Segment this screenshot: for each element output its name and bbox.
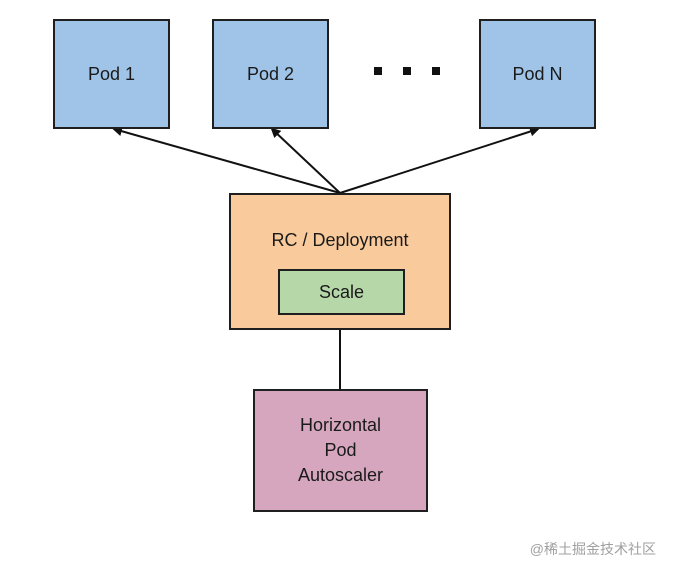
rc-deployment-box: RC / Deployment Scale <box>229 193 451 330</box>
rc-deployment-label: RC / Deployment <box>271 230 409 250</box>
ellipsis-dot-1 <box>374 67 382 75</box>
arrow-controller-to-pod-n <box>339 126 540 194</box>
scale-label: Scale <box>318 281 365 302</box>
horizontal-pod-autoscaler-box: Horizontal Pod Autoscaler <box>253 389 428 512</box>
ellipsis-dots <box>374 66 440 76</box>
pod-n-box: Pod N <box>479 19 596 129</box>
watermark-text: @稀土掘金技术社区 <box>529 541 656 557</box>
ellipsis-dot-2 <box>403 67 411 75</box>
arrow-controller-to-pod-2 <box>270 127 341 194</box>
arrow-controller-to-pod-1 <box>112 126 341 194</box>
ellipsis-dot-3 <box>432 67 440 75</box>
scale-box: Scale <box>278 269 405 315</box>
pod-2-label: Pod 2 <box>246 63 295 84</box>
pod-2-box: Pod 2 <box>212 19 329 129</box>
pod-n-label: Pod N <box>512 63 563 84</box>
pod-1-box: Pod 1 <box>53 19 170 129</box>
pod-1-label: Pod 1 <box>87 63 136 84</box>
horizontal-pod-autoscaler-label: Horizontal Pod Autoscaler <box>297 415 384 485</box>
